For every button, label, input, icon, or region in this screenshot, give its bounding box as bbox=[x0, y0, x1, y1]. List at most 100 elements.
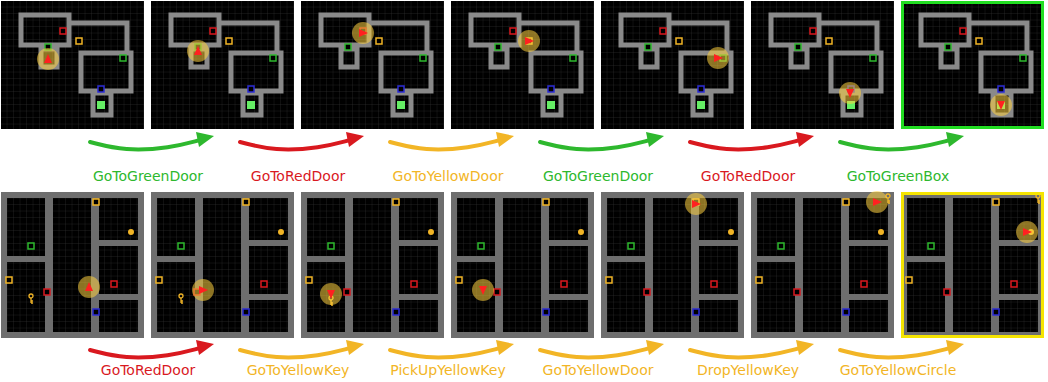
door bbox=[795, 44, 801, 50]
door bbox=[28, 243, 34, 249]
room bbox=[549, 246, 588, 294]
room bbox=[157, 198, 195, 256]
agent bbox=[846, 89, 854, 98]
room bbox=[399, 198, 438, 240]
door bbox=[398, 86, 404, 92]
door bbox=[243, 199, 249, 205]
door bbox=[6, 277, 12, 283]
skill-label: GoToGreenBox bbox=[845, 168, 952, 184]
agent-highlight bbox=[78, 276, 100, 298]
corridor bbox=[321, 15, 431, 115]
door bbox=[261, 281, 267, 287]
door bbox=[44, 289, 50, 295]
room bbox=[849, 300, 888, 332]
room bbox=[457, 198, 495, 256]
skill-arrow bbox=[690, 348, 800, 357]
grid-world-frame bbox=[751, 191, 894, 338]
room bbox=[849, 246, 888, 294]
yellow-key bbox=[1036, 194, 1040, 203]
room bbox=[757, 262, 795, 332]
door bbox=[178, 243, 184, 249]
grid-world-frame bbox=[1, 192, 144, 338]
door bbox=[510, 28, 516, 34]
room bbox=[353, 198, 391, 332]
arrow-head bbox=[196, 340, 214, 355]
door bbox=[495, 44, 501, 50]
room bbox=[99, 300, 138, 332]
skill-label: DropYellowKey bbox=[695, 362, 801, 378]
door bbox=[606, 277, 612, 283]
agent-highlight bbox=[866, 191, 888, 213]
door bbox=[420, 55, 426, 61]
skill-label: GoToGreenDoor bbox=[541, 168, 655, 184]
room bbox=[249, 198, 288, 240]
room bbox=[999, 246, 1038, 294]
room bbox=[907, 262, 945, 332]
door bbox=[756, 277, 762, 283]
door bbox=[998, 86, 1004, 92]
room bbox=[53, 198, 91, 332]
arrow-head bbox=[196, 132, 214, 147]
door bbox=[345, 44, 351, 50]
room bbox=[203, 198, 241, 332]
arrow-head bbox=[646, 132, 664, 147]
door bbox=[543, 309, 549, 315]
room bbox=[249, 246, 288, 294]
door bbox=[628, 243, 634, 249]
room bbox=[157, 262, 195, 332]
door bbox=[993, 199, 999, 205]
door bbox=[76, 38, 82, 44]
door bbox=[306, 277, 312, 283]
skill-arrow bbox=[90, 140, 200, 149]
grid-world-frame bbox=[301, 1, 444, 129]
agent bbox=[479, 286, 487, 295]
skill-arrow bbox=[840, 140, 950, 149]
yellow-circle bbox=[728, 229, 734, 235]
door bbox=[928, 243, 934, 249]
corridor bbox=[771, 15, 881, 115]
room bbox=[457, 262, 495, 332]
agent bbox=[714, 54, 723, 62]
skill-label: GoToRedDoor bbox=[99, 362, 197, 378]
door bbox=[870, 55, 876, 61]
door bbox=[826, 38, 832, 44]
door bbox=[861, 281, 867, 287]
door bbox=[270, 55, 276, 61]
skill-label: PickUpYellowKey bbox=[388, 362, 507, 378]
goal-frame bbox=[903, 3, 1043, 128]
yellow-key bbox=[29, 294, 33, 303]
room bbox=[803, 198, 841, 332]
door bbox=[248, 86, 254, 92]
room bbox=[757, 198, 795, 256]
room bbox=[699, 246, 738, 294]
agent-highlight bbox=[37, 48, 59, 70]
skill-arrow bbox=[690, 140, 800, 149]
door bbox=[210, 28, 216, 34]
agent-highlight bbox=[192, 279, 214, 301]
room bbox=[503, 198, 541, 332]
grid-world-frame bbox=[901, 192, 1044, 338]
grid-world-frame bbox=[601, 192, 744, 338]
door bbox=[993, 309, 999, 315]
door bbox=[111, 281, 117, 287]
grid-world-frame bbox=[1, 1, 144, 129]
agent bbox=[359, 29, 368, 37]
agent bbox=[194, 46, 202, 55]
green-box bbox=[247, 101, 255, 109]
door bbox=[226, 38, 232, 44]
door bbox=[810, 28, 816, 34]
arrow-head bbox=[346, 340, 364, 355]
room bbox=[549, 300, 588, 332]
agent-highlight bbox=[352, 22, 374, 44]
corridor bbox=[471, 15, 581, 115]
skill-label: GoToYellowCircle bbox=[838, 362, 959, 378]
door bbox=[960, 28, 966, 34]
agent-highlight bbox=[990, 94, 1012, 116]
grid-world-frame bbox=[301, 192, 444, 338]
grid-world-frame bbox=[151, 1, 294, 129]
arrow-head bbox=[796, 340, 814, 355]
grid-world-frame bbox=[451, 192, 594, 338]
green-box bbox=[547, 101, 555, 109]
door bbox=[693, 309, 699, 315]
door bbox=[843, 309, 849, 315]
